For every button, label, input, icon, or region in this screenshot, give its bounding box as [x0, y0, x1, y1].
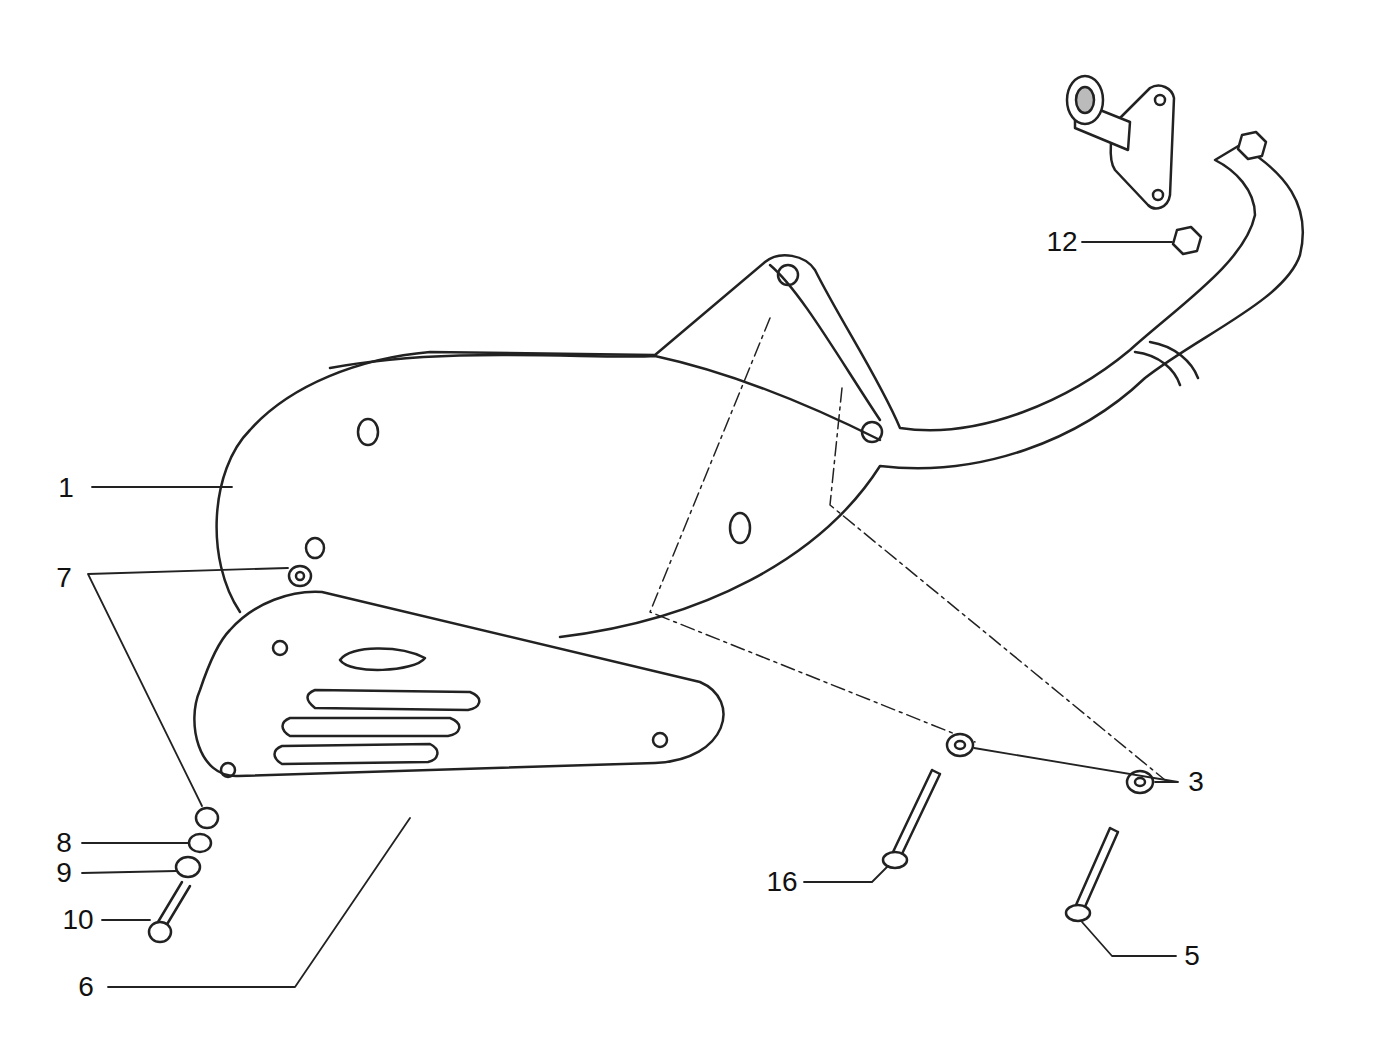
bolt	[158, 882, 190, 926]
callout-number: 12	[1046, 228, 1077, 256]
shield-hole	[653, 733, 667, 747]
flange-hole	[1155, 95, 1165, 105]
nut	[306, 538, 324, 558]
bracket-edge	[770, 265, 880, 420]
assembly-line	[650, 318, 1165, 780]
muffler-body	[217, 145, 1303, 637]
washer	[947, 734, 973, 756]
bolt-head	[1066, 905, 1090, 921]
callout-number: 6	[78, 973, 94, 1001]
body-stud	[358, 419, 378, 445]
heat-shield	[194, 592, 723, 776]
bolt	[893, 770, 940, 856]
shield-vent	[275, 648, 480, 764]
muffler-seam	[330, 342, 1198, 440]
washer	[289, 566, 311, 586]
bolt	[1076, 828, 1118, 909]
washer	[176, 857, 200, 877]
bolt-head	[883, 852, 907, 868]
shield-hole	[221, 763, 235, 777]
bolt-head	[149, 922, 171, 942]
callout-number: 10	[62, 906, 93, 934]
bracket-hole	[862, 422, 882, 442]
inlet-mouth	[1067, 76, 1103, 124]
nut	[1173, 227, 1201, 254]
callout-number: 5	[1184, 942, 1200, 970]
shield-hole	[273, 641, 287, 655]
callout-number: 9	[56, 859, 72, 887]
washer	[1135, 778, 1145, 786]
callout-number: 8	[56, 829, 72, 857]
callout-number: 1	[58, 474, 74, 502]
bracket-hole	[778, 265, 798, 285]
washer	[955, 741, 965, 749]
nut	[1238, 132, 1266, 159]
callout-number: 7	[56, 564, 72, 592]
washer	[189, 834, 211, 852]
washer	[296, 572, 304, 580]
callout-number: 3	[1188, 768, 1204, 796]
body-stud	[730, 513, 750, 543]
inlet-bore	[1076, 87, 1094, 113]
callout-number: 16	[766, 868, 797, 896]
washer	[196, 808, 218, 828]
flange-hole	[1153, 190, 1163, 200]
leader-lines	[82, 242, 1178, 987]
